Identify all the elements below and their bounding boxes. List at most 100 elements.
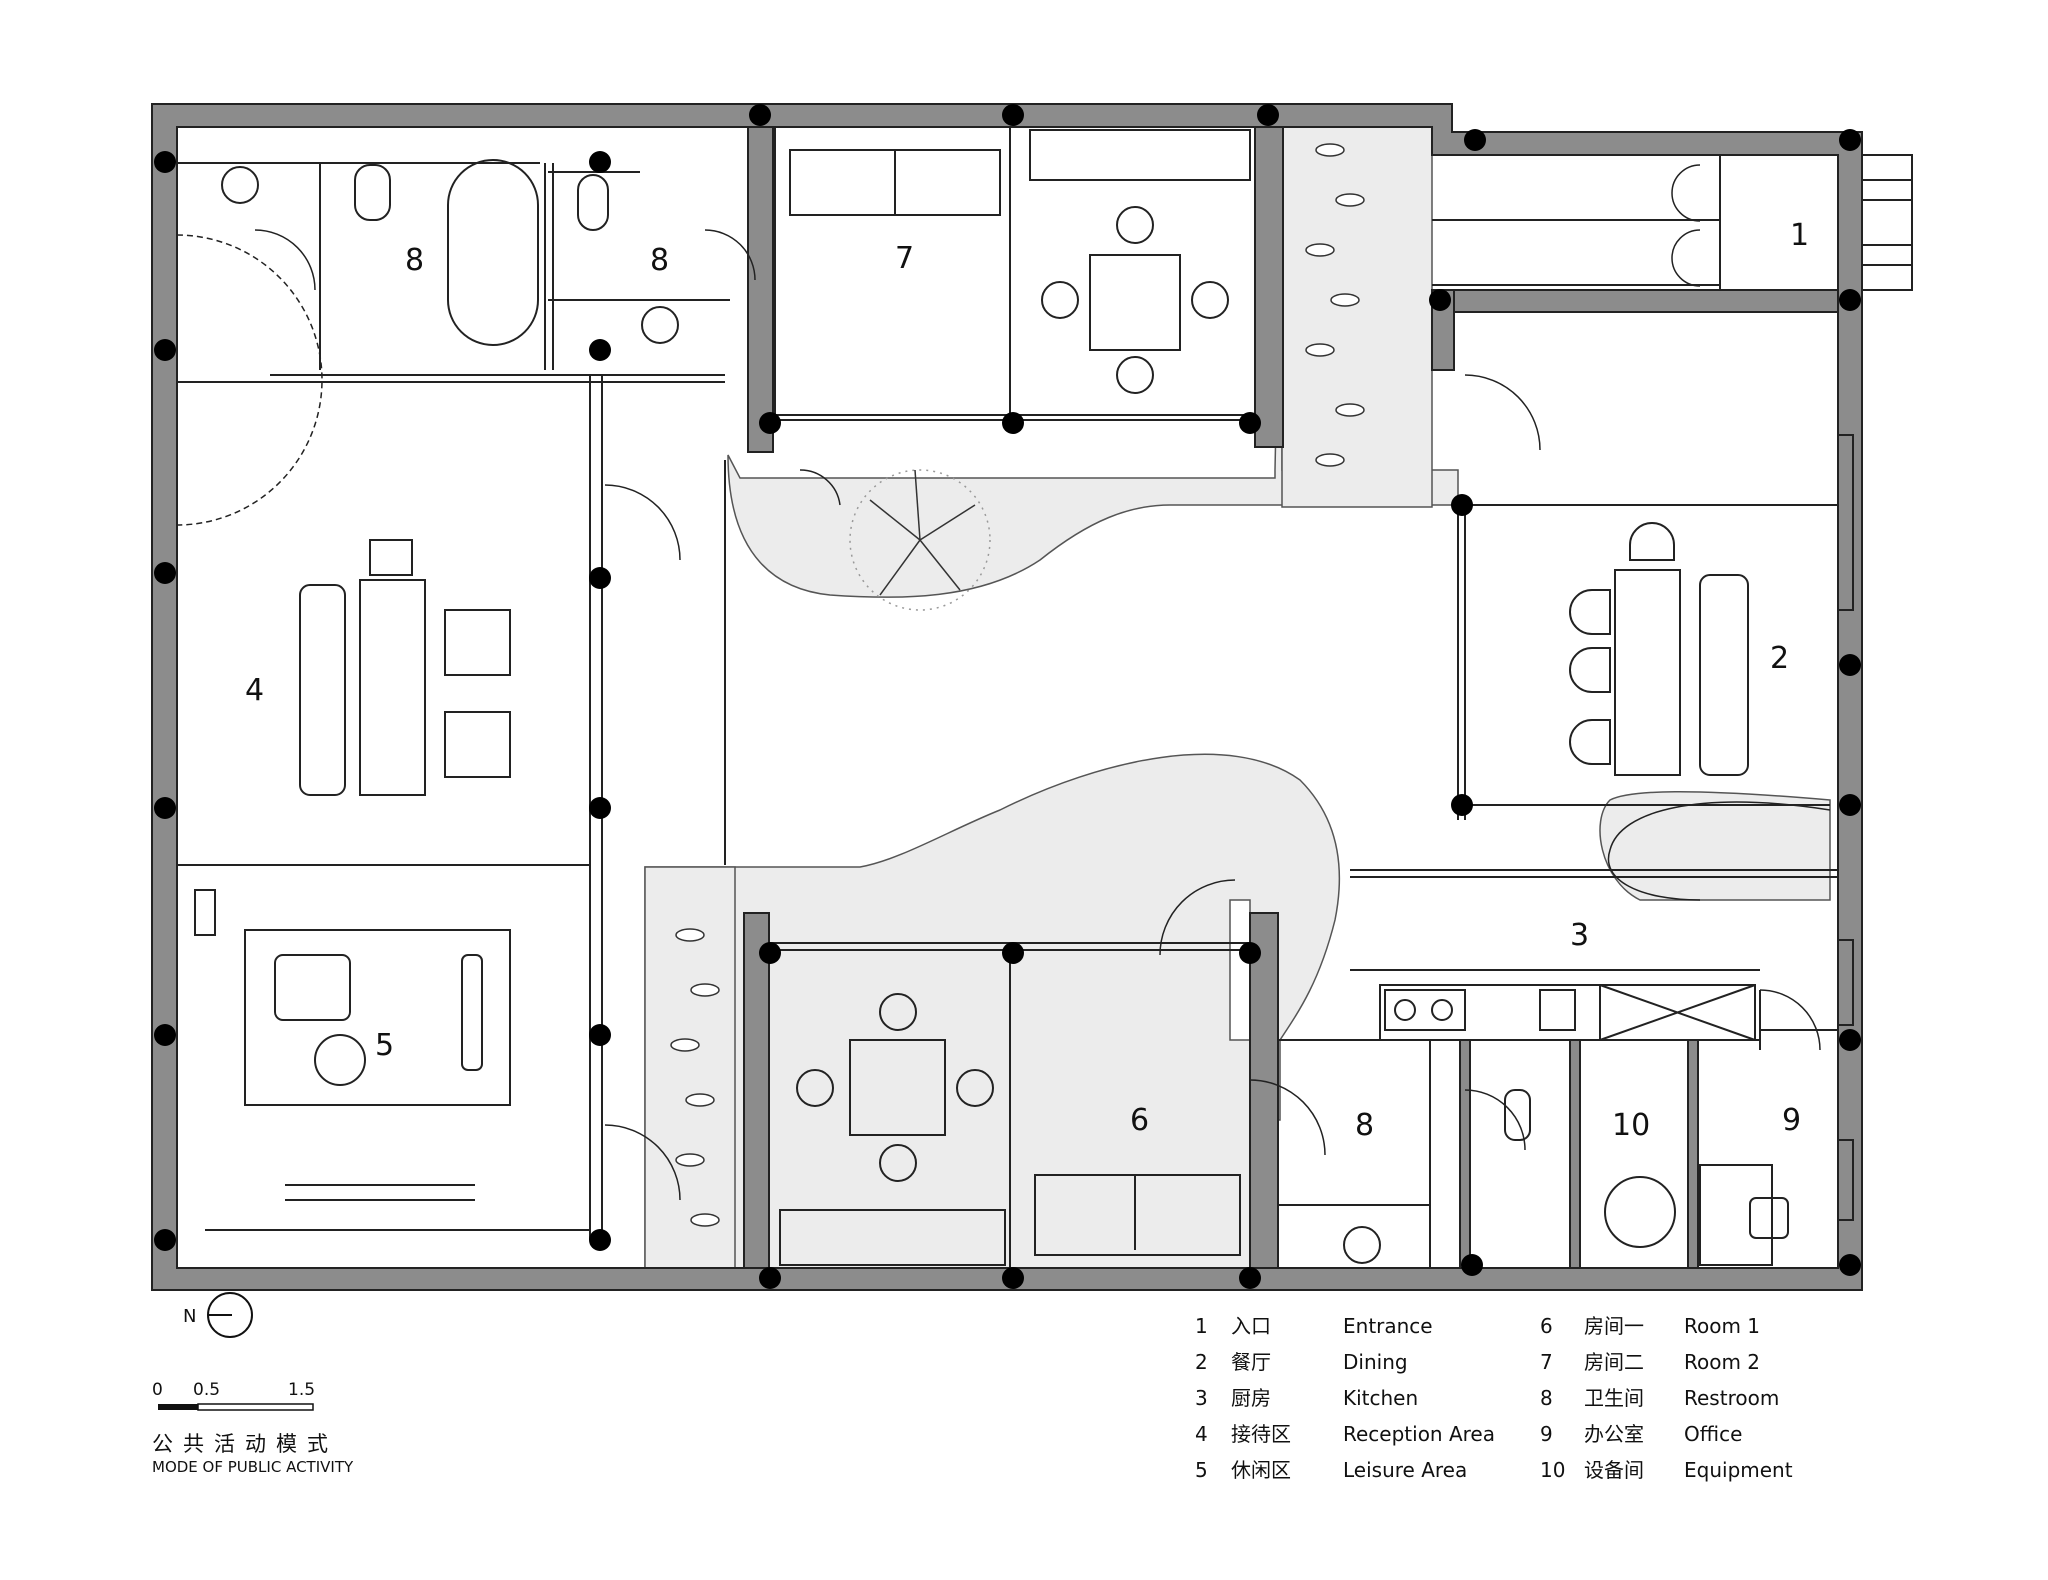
column: [1429, 289, 1451, 311]
column: [154, 797, 176, 819]
room-label-restroom-c: 8: [1355, 1108, 1374, 1143]
door-swing: [1159, 879, 1236, 956]
courtyard-path-lower: [644, 753, 1341, 1271]
column: [154, 562, 176, 584]
washbasin: [641, 306, 679, 344]
room2-table: [1089, 254, 1181, 351]
tree-icon: [849, 469, 991, 611]
room-label-office: 9: [1782, 1103, 1801, 1138]
legend-item: 8 卫生间 Restroom: [1540, 1380, 1894, 1416]
outer-wall: [151, 103, 1863, 1291]
bathtub: [447, 159, 539, 346]
column: [1461, 1254, 1483, 1276]
column: [1839, 129, 1861, 151]
bamboo-bottom: [670, 928, 720, 1227]
legend-item: 1 入口 Entrance: [1195, 1308, 1553, 1344]
legend-num: 8: [1540, 1386, 1553, 1410]
legend-en: Reception Area: [1343, 1422, 1495, 1446]
column: [589, 567, 611, 589]
room-label-reception: 4: [245, 673, 264, 708]
reception-stool: [444, 609, 511, 676]
cabinet-cross: [1599, 984, 1756, 1041]
column: [589, 339, 611, 361]
room2-wardrobe: [1029, 129, 1251, 181]
entrance-steps: [1861, 154, 1913, 291]
column: [1239, 412, 1261, 434]
mode-title-en: MODE OF PUBLIC ACTIVITY: [152, 1458, 354, 1476]
wall-spur-6: [1249, 912, 1279, 1269]
column: [759, 942, 781, 964]
door-swing: [1671, 229, 1701, 287]
room1-stool: [879, 993, 917, 1031]
column: [749, 104, 771, 126]
dining-chair: [1569, 647, 1611, 693]
plants: [670, 143, 1365, 1227]
door-swing: [1464, 1089, 1526, 1151]
mode-title-cn: 公共活动模式: [152, 1432, 338, 1456]
toilet: [354, 164, 391, 221]
room-label-restroom-a: 8: [405, 243, 424, 278]
room1-stool: [956, 1069, 994, 1107]
door-swing: [1249, 1079, 1326, 1156]
legend-cn: 房间二: [1584, 1350, 1644, 1374]
legend-num: 10: [1540, 1458, 1566, 1482]
column: [1002, 942, 1024, 964]
wall-spur-7: [1459, 1039, 1471, 1269]
door-swing: [604, 484, 681, 561]
door-swing: [799, 469, 841, 506]
room-label-restroom-b: 8: [650, 243, 669, 278]
room-label-kitchen: 3: [1570, 918, 1589, 953]
reception-sofa: [299, 584, 346, 796]
reception-stool: [444, 711, 511, 778]
room-label-dining: 2: [1770, 641, 1789, 676]
office-desk: [1699, 1164, 1773, 1266]
door-swing: [704, 229, 756, 281]
door-swing: [1671, 164, 1701, 222]
legend-cn: 厨房: [1231, 1386, 1271, 1410]
column: [1839, 794, 1861, 816]
column: [1002, 1267, 1024, 1289]
column: [1839, 654, 1861, 676]
room1-sofa: [1034, 1174, 1241, 1256]
room2-stool: [1116, 206, 1154, 244]
legend-num: 2: [1195, 1350, 1208, 1374]
wall-spur-2: [1254, 126, 1284, 448]
leisure-stool: [314, 1034, 366, 1086]
window-strip: [1837, 1139, 1854, 1221]
legend-cn: 接待区: [1231, 1422, 1291, 1446]
column: [1239, 1267, 1261, 1289]
column: [1451, 494, 1473, 516]
wall-spur-8: [1569, 1039, 1581, 1269]
garden-strip-bottom: [644, 866, 736, 1273]
legend-en: Dining: [1343, 1350, 1408, 1374]
legend-item: 2 餐厅 Dining: [1195, 1344, 1553, 1380]
scale-segment-filled: [158, 1404, 198, 1410]
room1-table: [849, 1039, 946, 1136]
column: [589, 797, 611, 819]
room-label-entrance: 1: [1790, 218, 1809, 253]
column: [1257, 104, 1279, 126]
room2-stool: [1191, 281, 1229, 319]
scale-tick-0: 0: [152, 1380, 163, 1400]
legend-cn: 卫生间: [1584, 1386, 1644, 1410]
legend-item: 3 厨房 Kitchen: [1195, 1380, 1553, 1416]
legend-item: 4 接待区 Reception Area: [1195, 1416, 1553, 1452]
legend-en: Equipment: [1684, 1458, 1793, 1482]
wall-spur-9: [1687, 1039, 1699, 1269]
door-swing: [1759, 989, 1821, 1051]
door-swing-dashed: [176, 234, 323, 526]
chair-icon-box: [194, 889, 216, 936]
legend-en: Office: [1684, 1422, 1743, 1446]
scale-tick-1-5: 1.5: [288, 1380, 316, 1400]
legend-item: 7 房间二 Room 2: [1540, 1344, 1894, 1380]
dining-chair: [1629, 522, 1675, 561]
column: [1239, 942, 1261, 964]
legend-item: 10 设备间 Equipment: [1540, 1452, 1894, 1488]
room2-stool: [1041, 281, 1079, 319]
dining-chair: [1569, 589, 1611, 635]
window-strip: [1837, 434, 1854, 611]
column: [1002, 412, 1024, 434]
legend-en: Restroom: [1684, 1386, 1780, 1410]
legend-num: 7: [1540, 1350, 1553, 1374]
dining-table: [1614, 569, 1681, 776]
